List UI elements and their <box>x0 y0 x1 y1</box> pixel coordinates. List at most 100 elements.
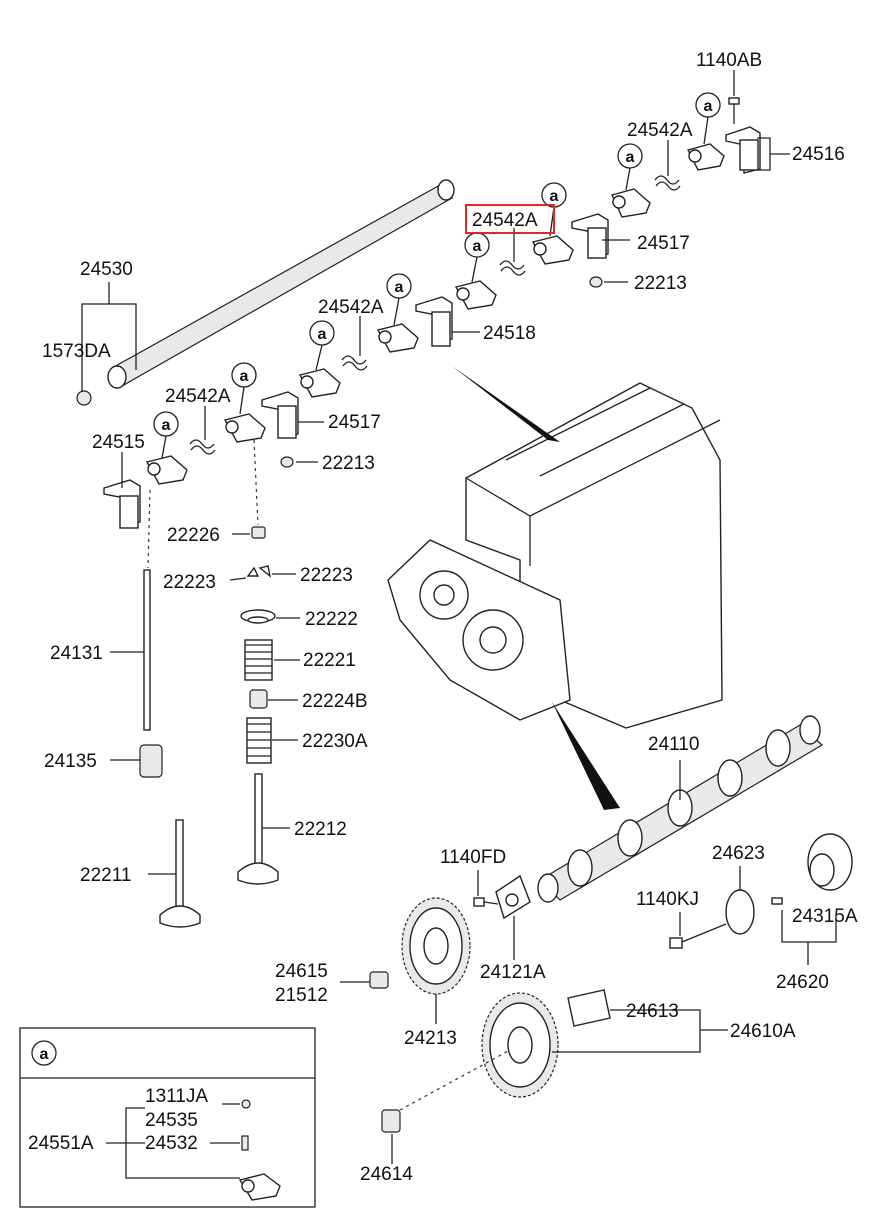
valve-keepers[interactable] <box>246 565 272 578</box>
spring-retainer[interactable] <box>240 609 276 624</box>
label-22213-top[interactable]: 22213 <box>634 273 687 294</box>
nut-22213-low[interactable] <box>280 456 294 468</box>
label-24620[interactable]: 24620 <box>776 972 829 993</box>
label-22223-right[interactable]: 22223 <box>300 565 353 586</box>
label-21512[interactable]: 21512 <box>275 985 328 1006</box>
pushrod-24131[interactable] <box>143 569 151 731</box>
label-24131[interactable]: 24131 <box>50 643 103 664</box>
idler-gear-24213[interactable] <box>401 897 471 995</box>
valve-seal[interactable] <box>249 689 268 709</box>
bolt-24614[interactable] <box>381 1109 401 1133</box>
cam-gear-24610A[interactable] <box>481 992 559 1098</box>
bracket-24518[interactable] <box>415 296 453 347</box>
label-24610A[interactable]: 24610A <box>730 1021 796 1042</box>
rocker-arm[interactable] <box>611 188 651 218</box>
bracket-24515[interactable] <box>103 479 141 529</box>
label-24542A-highlighted[interactable]: 24542A <box>472 210 538 231</box>
screw-1311JA[interactable] <box>241 1099 251 1109</box>
label-24213[interactable]: 24213 <box>404 1028 457 1049</box>
label-24614[interactable]: 24614 <box>360 1164 413 1185</box>
callout-marker-a[interactable]: a <box>153 411 179 437</box>
label-24623[interactable]: 24623 <box>712 843 765 864</box>
rocker-arm[interactable] <box>376 323 419 353</box>
label-1573DA[interactable]: 1573DA <box>42 341 111 362</box>
bolt-1140AB[interactable] <box>728 97 740 124</box>
callout-marker-a[interactable]: a <box>231 362 257 388</box>
label-1140FD[interactable]: 1140FD <box>440 847 506 868</box>
rocker-arm[interactable] <box>145 455 188 485</box>
callout-marker-a[interactable]: a <box>617 143 643 169</box>
adjusting-screw-24532[interactable] <box>241 1135 249 1151</box>
spring[interactable] <box>654 175 681 191</box>
label-24551A[interactable]: 24551A <box>28 1133 94 1154</box>
label-24515[interactable]: 24515 <box>92 432 145 453</box>
camshaft-24110[interactable] <box>537 715 824 903</box>
bolt-1140FD[interactable] <box>473 897 499 907</box>
spring[interactable] <box>341 355 368 371</box>
rocker-shaft[interactable] <box>107 179 455 389</box>
valve-22212[interactable] <box>237 773 279 885</box>
label-24613[interactable]: 24613 <box>626 1001 679 1022</box>
svg-text:a: a <box>40 1046 49 1063</box>
label-24517-top[interactable]: 24517 <box>637 233 690 254</box>
label-22226[interactable]: 22226 <box>167 525 220 546</box>
label-24535[interactable]: 24535 <box>145 1110 198 1131</box>
pin[interactable] <box>771 897 783 905</box>
label-24542A-low[interactable]: 24542A <box>165 386 231 407</box>
label-24516[interactable]: 24516 <box>792 144 845 165</box>
valve-22211[interactable] <box>159 819 201 928</box>
rocker-arm[interactable] <box>531 235 574 265</box>
callout-marker-a[interactable]: a <box>695 92 721 118</box>
bracket-24516[interactable] <box>725 126 761 174</box>
callout-marker-a[interactable]: a <box>386 273 412 299</box>
bracket-24517-low[interactable] <box>261 391 299 439</box>
label-24530[interactable]: 24530 <box>80 259 133 280</box>
label-22211[interactable]: 22211 <box>80 865 131 886</box>
shaft-plug[interactable] <box>76 390 92 406</box>
rocker-arm[interactable] <box>223 413 266 443</box>
highlight-box <box>465 204 555 234</box>
label-1140KJ[interactable]: 1140KJ <box>636 889 699 910</box>
nut-22213-top[interactable] <box>589 276 603 288</box>
label-22222[interactable]: 22222 <box>305 609 358 630</box>
thrust-plate-24121A[interactable] <box>495 874 531 920</box>
label-22223-left[interactable]: 22223 <box>163 572 216 593</box>
label-22224B[interactable]: 22224B <box>302 691 368 712</box>
spring[interactable] <box>189 439 216 455</box>
tappet-24135[interactable] <box>139 744 163 778</box>
label-24542A-top[interactable]: 24542A <box>627 120 693 141</box>
plug-24615[interactable] <box>369 971 389 989</box>
label-1140AB[interactable]: 1140AB <box>696 50 762 71</box>
plate-24623[interactable] <box>725 889 755 935</box>
cap-22226[interactable] <box>251 526 266 539</box>
callout-marker-a[interactable]: a <box>464 232 490 258</box>
label-24518[interactable]: 24518 <box>483 323 536 344</box>
label-24121A[interactable]: 24121A <box>480 962 546 983</box>
bracket-24517-top[interactable] <box>571 213 609 259</box>
bolt-1140KJ[interactable] <box>669 923 727 949</box>
rocker-arm[interactable] <box>298 368 341 398</box>
rocker-arm[interactable] <box>686 143 725 171</box>
valve-spring-22230A[interactable] <box>246 717 272 764</box>
spring[interactable] <box>499 260 526 276</box>
label-22230A[interactable]: 22230A <box>302 731 368 752</box>
label-1311JA[interactable]: 1311JA <box>145 1086 208 1107</box>
label-24532[interactable]: 24532 <box>145 1133 198 1154</box>
label-22212[interactable]: 22212 <box>294 819 347 840</box>
label-22213-low[interactable]: 22213 <box>322 453 375 474</box>
label-22221[interactable]: 22221 <box>303 650 356 671</box>
label-24135[interactable]: 24135 <box>44 751 97 772</box>
rocker-arm[interactable] <box>454 280 497 310</box>
label-24315A[interactable]: 24315A <box>792 906 858 927</box>
bushing-24315A[interactable] <box>807 833 853 891</box>
rocker-arm-assembly-24551A[interactable] <box>238 1173 281 1201</box>
engine-block-illustration <box>387 366 723 810</box>
label-24110[interactable]: 24110 <box>648 734 699 755</box>
label-24517-low[interactable]: 24517 <box>328 412 381 433</box>
valve-spring-22221[interactable] <box>244 639 273 681</box>
callout-marker-a[interactable]: a <box>541 182 567 208</box>
label-24615[interactable]: 24615 <box>275 961 328 982</box>
callout-marker-a[interactable]: a <box>309 320 335 346</box>
label-24542A-mid[interactable]: 24542A <box>318 297 384 318</box>
bushing-24613[interactable] <box>567 989 611 1027</box>
